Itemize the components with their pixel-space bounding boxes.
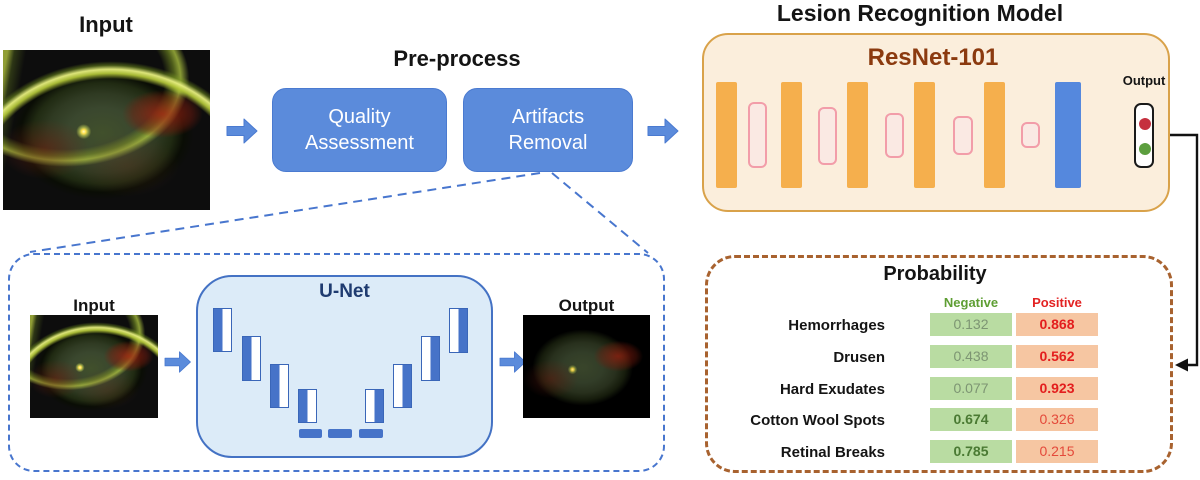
resnet-conv-bar [847, 82, 868, 188]
unet-decoder-block [393, 364, 412, 408]
unet-title: U-Net [319, 281, 370, 302]
unet-detail-container [8, 253, 665, 472]
negative-dot-icon [1139, 143, 1151, 155]
resnet-fc-bar [1055, 82, 1081, 188]
row-label-retinal-breaks: Retinal Breaks [780, 444, 885, 461]
negative-value-cell: 0.785 [930, 440, 1012, 463]
unet-decoder-block [449, 308, 468, 353]
unet-encoder-block [298, 389, 317, 423]
output-indicator [1134, 103, 1154, 168]
resnet-residual-block [885, 113, 904, 158]
unet-bottleneck-dash [359, 429, 383, 438]
positive-dot-icon [1139, 118, 1151, 130]
positive-value-cell: 0.215 [1016, 440, 1098, 463]
unet-decoder-block [365, 389, 384, 423]
artifacts-removal-box: Artifacts Removal [463, 88, 633, 172]
unet-decoder-block [421, 336, 440, 381]
preprocess-title: Pre-process [393, 46, 521, 71]
model-title: Lesion Recognition Model [776, 0, 1064, 26]
positive-column-header: Positive [1032, 295, 1082, 310]
input-image-title: Input [79, 12, 133, 37]
negative-value-cell: 0.077 [930, 377, 1012, 400]
unet-input-title: Input [73, 296, 115, 315]
unet-output-title: Output [558, 296, 615, 315]
unet-bottleneck-dash [328, 429, 352, 438]
unet-bottleneck-dash [299, 429, 322, 438]
row-label-hard-exudates: Hard Exudates [779, 381, 885, 398]
positive-value-cell: 0.562 [1016, 345, 1098, 368]
resnet-panel [702, 33, 1170, 212]
resnet-residual-block [1021, 122, 1040, 148]
positive-value-cell: 0.923 [1016, 377, 1098, 400]
resnet-conv-bar [984, 82, 1005, 188]
row-label-hemorrhages: Hemorrhages [788, 317, 885, 334]
positive-value-cell: 0.868 [1016, 313, 1098, 336]
positive-value-cell: 0.326 [1016, 408, 1098, 431]
resnet-residual-block [748, 102, 767, 168]
resnet-label: ResNet-101 [867, 44, 999, 71]
resnet-conv-bar [716, 82, 737, 188]
resnet-conv-bar [781, 82, 802, 188]
negative-column-header: Negative [943, 295, 999, 310]
unet-input-fundus-image [30, 315, 158, 418]
unet-output-fundus-image [523, 315, 650, 418]
probability-title: Probability [883, 263, 987, 285]
row-label-cotton-wool-spots: Cotton Wool Spots [750, 412, 885, 429]
unet-encoder-block [242, 336, 261, 381]
resnet-residual-block [953, 116, 973, 155]
negative-value-cell: 0.674 [930, 408, 1012, 431]
input-fundus-image [3, 50, 210, 210]
resnet-conv-bar [914, 82, 935, 188]
flow-arrow-preprocess-to-model [647, 118, 679, 144]
model-output-title: Output [1122, 73, 1166, 88]
unet-encoder-block [270, 364, 289, 408]
probability-container [705, 255, 1173, 473]
flow-arrow-input-to-preprocess [226, 118, 258, 144]
quality-assessment-box: Quality Assessment [272, 88, 447, 172]
unet-encoder-block [213, 308, 232, 352]
resnet-residual-block [818, 107, 837, 165]
negative-value-cell: 0.132 [930, 313, 1012, 336]
negative-value-cell: 0.438 [930, 345, 1012, 368]
row-label-drusen: Drusen [833, 349, 885, 366]
